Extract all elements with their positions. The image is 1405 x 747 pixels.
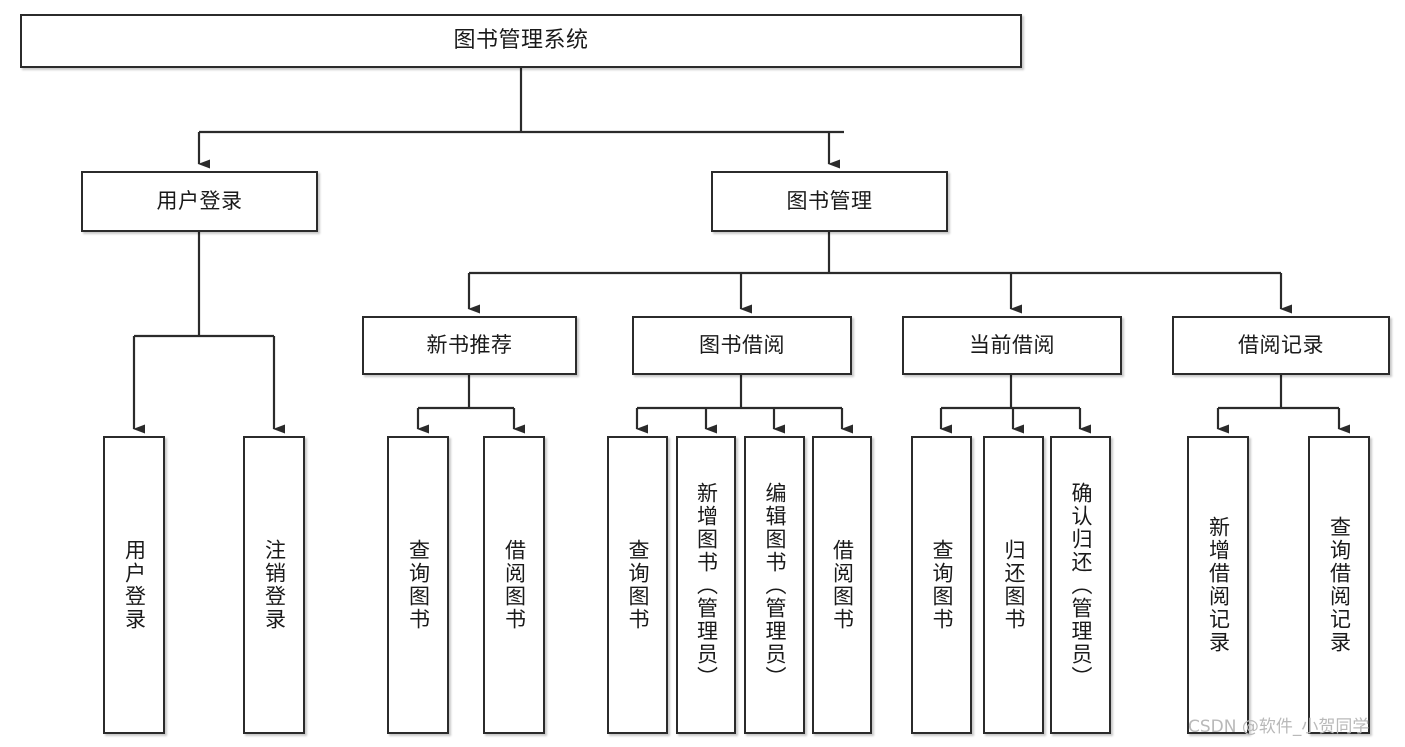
node-book-manage[interactable]: 图书管理: [711, 171, 948, 232]
node-borrow-record-label: 借阅记录: [1238, 333, 1324, 358]
node-book-manage-label: 图书管理: [786, 189, 873, 214]
node-book-borrow-label: 图书借阅: [699, 333, 785, 358]
node-leaf-add-record-label: 新增借阅记录: [1206, 516, 1231, 654]
node-leaf-borrow-book-1-label: 借阅图书: [502, 539, 527, 631]
node-leaf-add-book[interactable]: 新增图书（管理员）: [676, 436, 736, 734]
node-leaf-query-book-2[interactable]: 查询图书: [607, 436, 668, 734]
node-user-login-label: 用户登录: [156, 189, 243, 214]
node-leaf-add-book-label: 新增图书（管理员）: [694, 481, 719, 689]
node-current-borrow[interactable]: 当前借阅: [902, 316, 1122, 375]
node-new-book-recommend[interactable]: 新书推荐: [362, 316, 577, 375]
node-leaf-user-login[interactable]: 用户登录: [103, 436, 165, 734]
node-leaf-query-record-label: 查询借阅记录: [1327, 516, 1352, 654]
node-current-borrow-label: 当前借阅: [969, 333, 1055, 358]
watermark-text: CSDN @软件_小贺同学: [1188, 717, 1370, 737]
node-leaf-query-record[interactable]: 查询借阅记录: [1308, 436, 1370, 734]
node-leaf-logout[interactable]: 注销登录: [243, 436, 305, 734]
node-leaf-query-book-2-label: 查询图书: [626, 539, 650, 631]
node-leaf-logout-label: 注销登录: [262, 539, 287, 631]
node-new-book-recommend-label: 新书推荐: [426, 333, 513, 358]
node-leaf-borrow-book-1[interactable]: 借阅图书: [483, 436, 545, 734]
node-leaf-user-login-label: 用户登录: [122, 539, 147, 631]
node-leaf-query-book-3-label: 查询图书: [930, 539, 954, 631]
node-leaf-query-book-1-label: 查询图书: [406, 539, 431, 631]
node-leaf-return-book-label: 归还图书: [1002, 539, 1026, 631]
node-book-borrow[interactable]: 图书借阅: [632, 316, 852, 375]
node-leaf-edit-book[interactable]: 编辑图书（管理员）: [744, 436, 805, 734]
node-user-login[interactable]: 用户登录: [81, 171, 318, 232]
node-leaf-borrow-book-2[interactable]: 借阅图书: [812, 436, 872, 734]
node-leaf-confirm-return[interactable]: 确认归还（管理员）: [1050, 436, 1111, 734]
node-leaf-query-book-1[interactable]: 查询图书: [387, 436, 449, 734]
node-borrow-record[interactable]: 借阅记录: [1172, 316, 1390, 375]
node-leaf-return-book[interactable]: 归还图书: [983, 436, 1044, 734]
node-leaf-borrow-book-2-label: 借阅图书: [830, 539, 855, 631]
node-leaf-add-record[interactable]: 新增借阅记录: [1187, 436, 1249, 734]
node-root[interactable]: 图书管理系统: [20, 14, 1022, 68]
node-leaf-confirm-return-label: 确认归还（管理员）: [1069, 481, 1093, 689]
node-leaf-edit-book-label: 编辑图书（管理员）: [763, 481, 787, 689]
node-root-label: 图书管理系统: [453, 28, 589, 54]
node-leaf-query-book-3[interactable]: 查询图书: [911, 436, 972, 734]
